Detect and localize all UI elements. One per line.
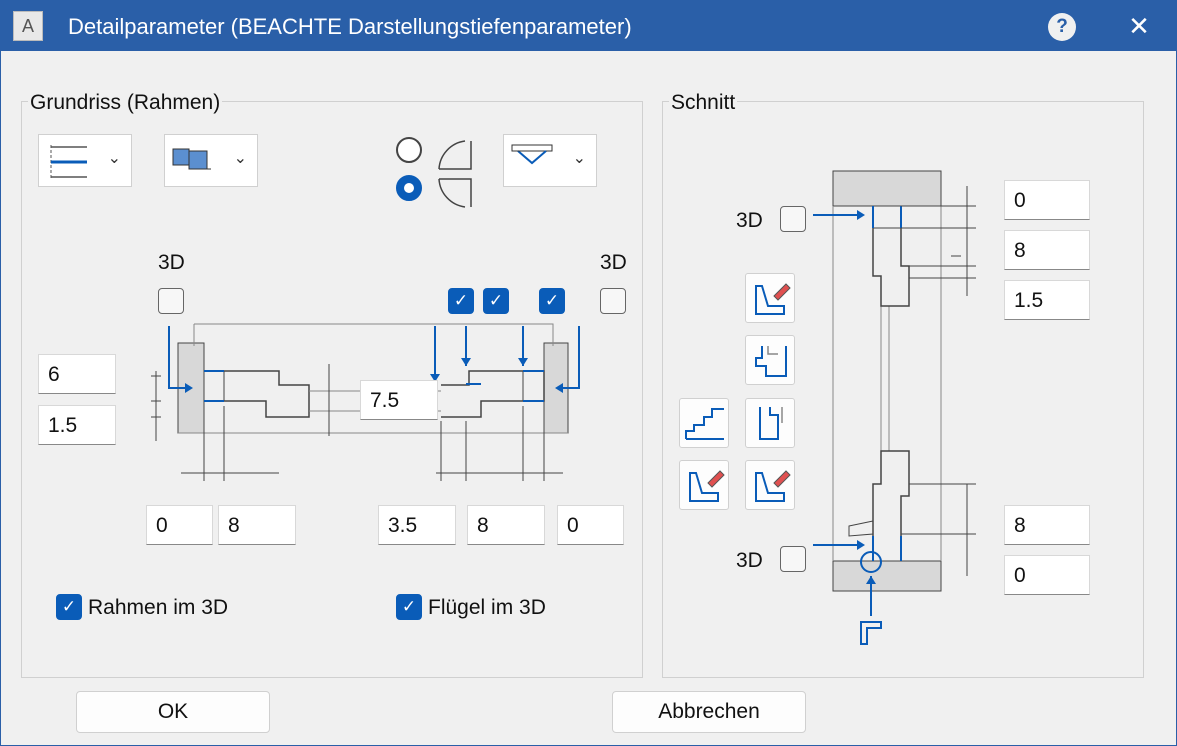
door-swing-icon (438, 140, 472, 208)
plan-value-field-1[interactable]: 0 (146, 505, 213, 545)
height-top-field[interactable]: 6 (38, 354, 116, 394)
section-diagram (813, 170, 976, 645)
section-value-top-3[interactable]: 1.5 (1004, 280, 1090, 320)
checkbox-rahmen-3d[interactable]: ✓ (56, 594, 82, 620)
window-title: Detailparameter (BEACHTE Darstellungstie… (68, 14, 632, 39)
grundriss-title: Grundriss (Rahmen) (28, 91, 223, 115)
profile-edit-icon (689, 470, 725, 502)
label-3d-left: 3D (158, 251, 185, 274)
chevron-down-icon: ⌄ (107, 150, 121, 167)
radio-lower[interactable] (396, 175, 422, 201)
frame-type-icon (50, 145, 87, 179)
checkbox-3d-left[interactable] (158, 288, 184, 314)
profile-edit-button-1[interactable] (745, 273, 795, 323)
ok-button[interactable]: OK (76, 691, 270, 733)
grundriss-group (21, 101, 643, 678)
height-bottom-field[interactable]: 1.5 (38, 405, 116, 445)
help-button[interactable]: ? (1048, 13, 1076, 41)
label-3d-section-top: 3D (736, 209, 763, 232)
opening-icon (511, 144, 553, 165)
profile-shape-button[interactable] (745, 335, 795, 385)
profile-edit-button-2[interactable] (679, 460, 729, 510)
profile-rebate-button[interactable] (745, 398, 795, 448)
checkbox-3d-section-top[interactable] (780, 206, 806, 232)
center-depth-field[interactable]: 7.5 (360, 380, 438, 420)
checkbox-sash-2[interactable]: ✓ (483, 288, 509, 314)
checkbox-sash-1[interactable]: ✓ (448, 288, 474, 314)
app-icon: A (13, 11, 43, 41)
plan-value-field-3[interactable]: 3.5 (378, 505, 456, 545)
label-3d-section-bottom: 3D (736, 549, 763, 572)
section-value-bottom-1[interactable]: 8 (1004, 505, 1090, 545)
cancel-button[interactable]: Abbrechen (612, 691, 806, 733)
label-rahmen-3d: Rahmen im 3D (88, 596, 229, 619)
checkbox-3d-section-bottom[interactable] (780, 546, 806, 572)
schnitt-title: Schnitt (669, 91, 738, 115)
section-value-top-1[interactable]: 0 (1004, 180, 1090, 220)
profile-shape-icon (755, 346, 787, 377)
label-fluegel-3d: Flügel im 3D (428, 596, 546, 619)
plan-value-field-5[interactable]: 0 (557, 505, 624, 545)
profile-icon (172, 148, 211, 170)
profile-edit-icon (755, 283, 791, 315)
profile-edit-button-3[interactable] (745, 460, 795, 510)
section-value-top-2[interactable]: 8 (1004, 230, 1090, 270)
steps-profile-button[interactable] (679, 398, 729, 448)
chevron-down-icon: ⌄ (233, 150, 247, 167)
title-bar: A Detailparameter (BEACHTE Darstellungst… (1, 1, 1176, 51)
radio-upper[interactable] (396, 137, 422, 163)
profile-combo[interactable]: ⌄ (164, 134, 258, 187)
plan-value-field-4[interactable]: 8 (467, 505, 545, 545)
profile-rebate-icon (759, 407, 783, 440)
frame-type-combo[interactable]: ⌄ (38, 134, 132, 187)
opening-combo[interactable]: ⌄ (503, 134, 597, 187)
plan-value-field-2[interactable]: 8 (218, 505, 296, 545)
label-3d-right: 3D (600, 251, 627, 274)
chevron-down-icon: ⌄ (572, 150, 586, 167)
schnitt-group (662, 101, 1144, 678)
profile-edit-icon (755, 470, 791, 502)
checkbox-sash-3[interactable]: ✓ (539, 288, 565, 314)
plan-diagram (151, 323, 580, 481)
checkbox-fluegel-3d[interactable]: ✓ (396, 594, 422, 620)
section-value-bottom-2[interactable]: 0 (1004, 555, 1090, 595)
steps-profile-icon (685, 408, 724, 440)
close-button[interactable]: ✕ (1128, 11, 1150, 41)
checkbox-3d-right[interactable] (600, 288, 626, 314)
